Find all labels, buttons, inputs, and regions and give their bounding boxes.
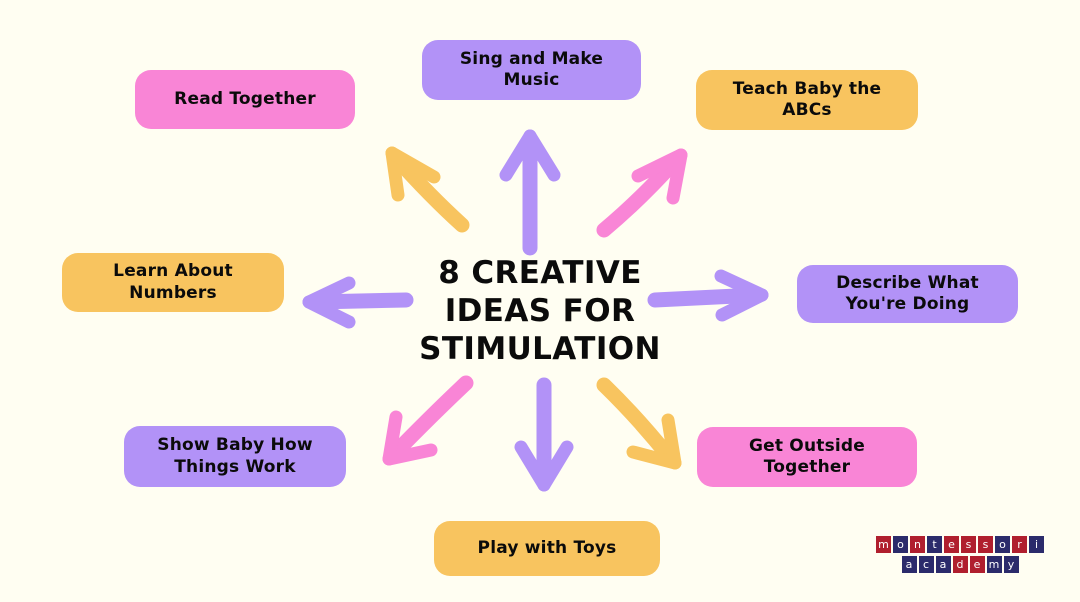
idea-label: Describe What You're Doing: [836, 272, 979, 314]
arrow-down-left-icon: [382, 375, 474, 466]
idea-label: Show Baby How Things Work: [157, 435, 313, 477]
idea-pill-learn-numbers[interactable]: Learn About Numbers: [62, 253, 284, 312]
logo-letter-tile: s: [978, 536, 993, 553]
idea-label: Teach Baby the ABCs: [732, 78, 882, 120]
idea-pill-read-together[interactable]: Read Together: [135, 70, 355, 129]
idea-label: Sing and Make Music: [459, 48, 604, 90]
idea-pill-get-outside[interactable]: Get Outside Together: [697, 427, 917, 487]
logo-letter-tile: d: [952, 556, 968, 573]
idea-label: Get Outside Together: [748, 435, 866, 477]
idea-pill-describe-doing[interactable]: Describe What You're Doing: [797, 265, 1018, 323]
logo-letter-tile: t: [927, 536, 942, 553]
arrow-up-icon: [499, 129, 561, 256]
idea-pill-show-things-work[interactable]: Show Baby How Things Work: [124, 426, 346, 487]
logo-letter-tile: e: [944, 536, 959, 553]
logo-letter-tile: n: [910, 536, 925, 553]
logo-letter-tile: e: [969, 556, 985, 573]
arrow-up-left-icon: [385, 146, 470, 233]
logo-letter-tile: i: [1029, 536, 1044, 553]
arrow-down-right-icon: [596, 377, 682, 470]
idea-label: Learn About Numbers: [113, 261, 233, 303]
logo-letter-tile: c: [918, 556, 934, 573]
logo-letter-tile: m: [986, 556, 1002, 573]
logo-letter-tile: s: [961, 536, 976, 553]
logo-letter-tile: a: [901, 556, 917, 573]
logo-letter-tile: r: [1012, 536, 1027, 553]
idea-pill-teach-abcs[interactable]: Teach Baby the ABCs: [696, 70, 918, 130]
idea-pill-play-with-toys[interactable]: Play with Toys: [434, 521, 660, 576]
logo-letter-tile: o: [893, 536, 908, 553]
idea-label: Read Together: [174, 88, 316, 109]
page-title: 8 CREATIVE IDEAS FOR STIMULATION: [419, 255, 661, 367]
idea-pill-sing-make-music[interactable]: Sing and Make Music: [422, 40, 641, 100]
logo-letter-tile: m: [876, 536, 891, 553]
logo-letter-tile: y: [1003, 556, 1019, 573]
logo-letter-tile: a: [935, 556, 951, 573]
logo-letter-tile: o: [995, 536, 1010, 553]
idea-label: Play with Toys: [477, 537, 617, 558]
arrow-down-icon: [514, 377, 574, 492]
arrow-up-right-icon: [596, 148, 688, 238]
